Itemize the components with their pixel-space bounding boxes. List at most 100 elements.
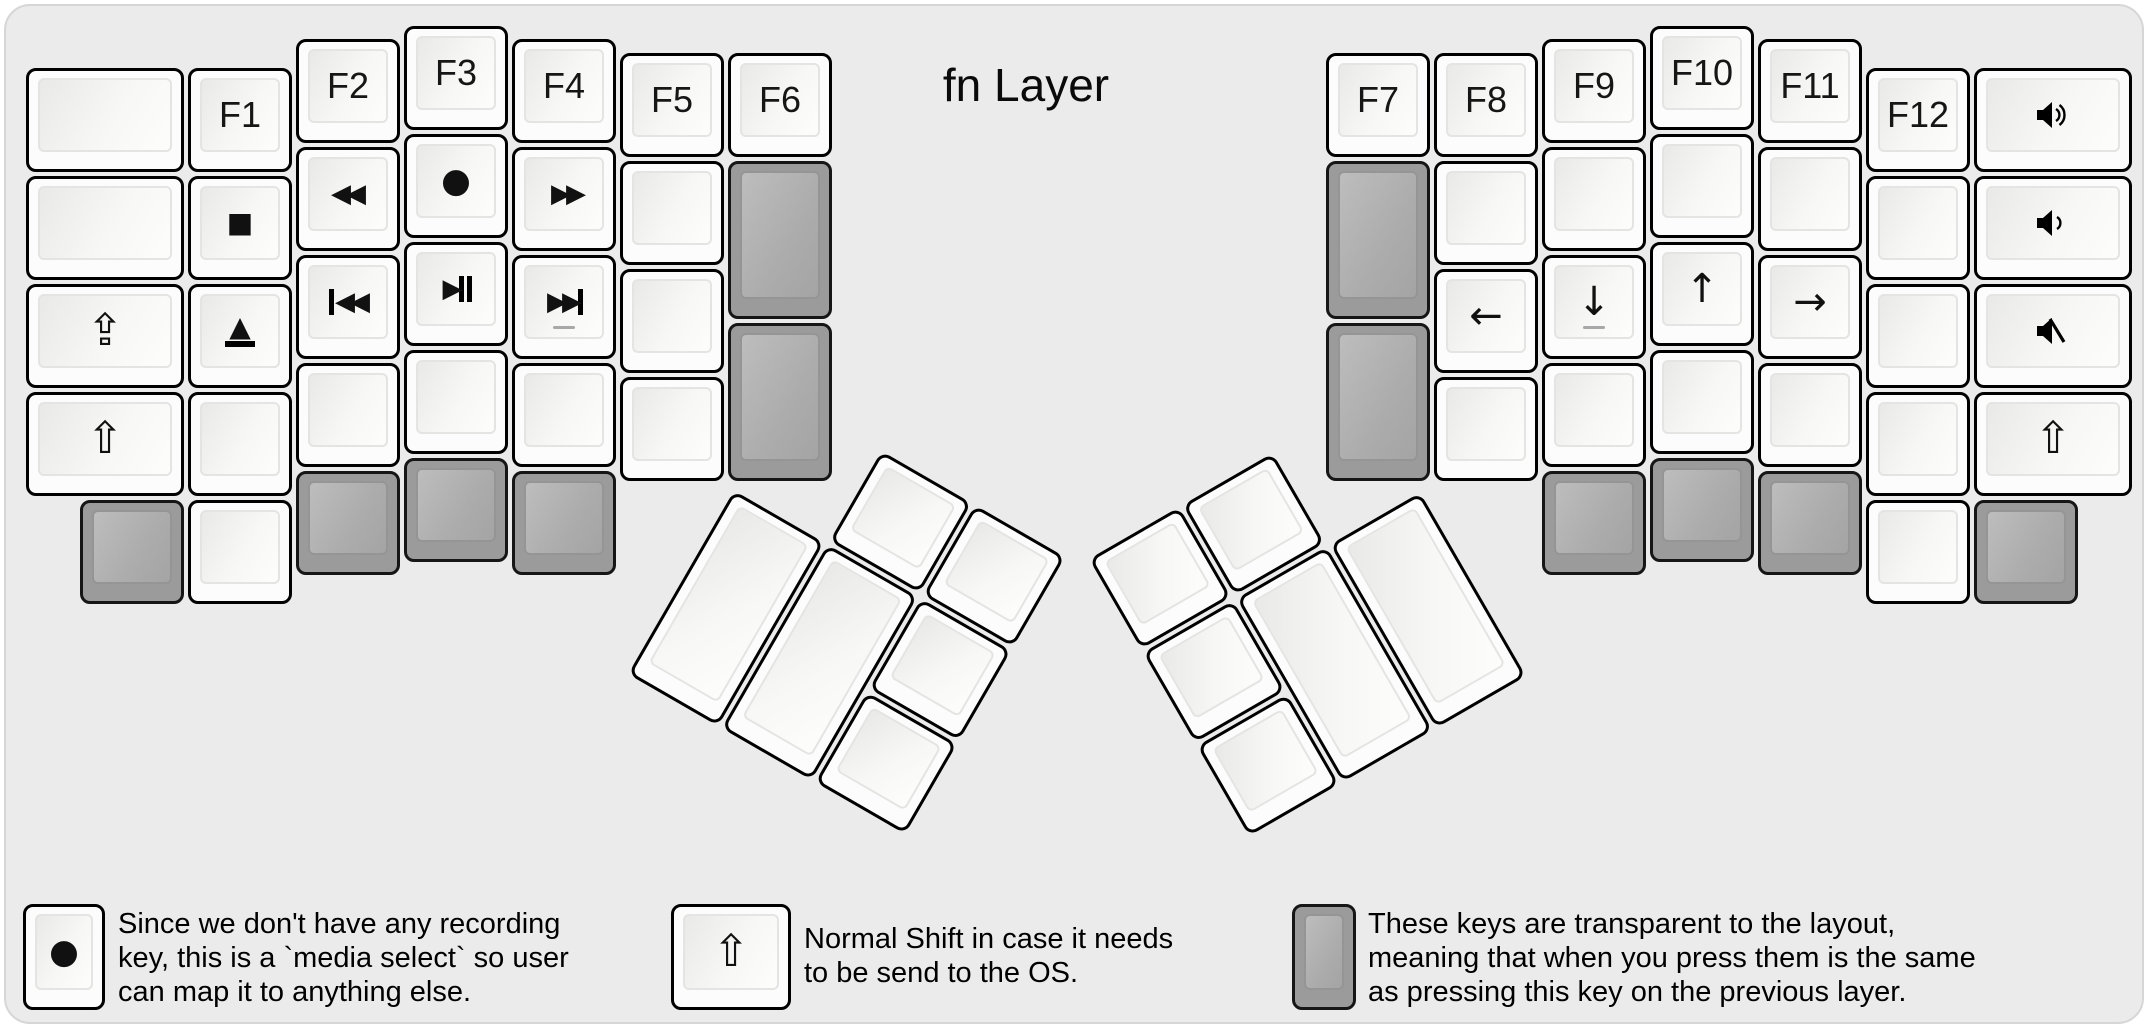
key-arrow-left[interactable]: ← <box>1434 269 1538 373</box>
key-shift[interactable]: ⇧ <box>1974 392 2132 496</box>
key-f11[interactable]: F11 <box>1758 39 1862 143</box>
key-blank[interactable] <box>1758 363 1862 467</box>
key-transparent[interactable] <box>1542 471 1646 575</box>
keycap-face: F7 <box>1338 63 1418 137</box>
key-transparent[interactable] <box>1326 161 1430 319</box>
key-arrow-right[interactable]: → <box>1758 255 1862 359</box>
key-label: F6 <box>758 79 801 120</box>
key-shift[interactable]: ⇧ <box>26 392 184 496</box>
shift-icon: ⇧ <box>712 926 750 977</box>
key-label: F12 <box>1886 94 1950 135</box>
keycap-face <box>524 373 604 447</box>
key-blank[interactable] <box>26 176 184 280</box>
key-blank[interactable] <box>188 500 292 604</box>
key-blank[interactable] <box>1866 284 1970 388</box>
key-record[interactable]: ● <box>404 134 508 238</box>
key-f6[interactable]: F6 <box>728 53 832 157</box>
keycap-face <box>1662 468 1742 542</box>
keycap-face <box>1878 294 1958 368</box>
key-arrow-up[interactable]: ↑ <box>1650 242 1754 346</box>
keycap-face <box>1158 615 1265 720</box>
keycap-face <box>200 510 280 584</box>
key-transparent[interactable] <box>1326 323 1430 481</box>
key-transparent[interactable] <box>1758 471 1862 575</box>
key-blank[interactable] <box>1866 392 1970 496</box>
key-f3[interactable]: F3 <box>404 26 508 130</box>
key-blank[interactable] <box>1758 147 1862 251</box>
key-blank[interactable] <box>1866 500 1970 604</box>
key-f9[interactable]: F9 <box>1542 39 1646 143</box>
key-blank[interactable] <box>404 350 508 454</box>
key-caps-lock[interactable]: ⇪ <box>26 284 184 388</box>
key-blank[interactable] <box>1866 176 1970 280</box>
keycap-face: F3 <box>416 36 496 110</box>
keycap-face: F8 <box>1446 63 1526 137</box>
key-rewind[interactable]: ◀◀ <box>296 147 400 251</box>
key-label: F3 <box>434 52 477 93</box>
stop-icon: ■ <box>226 206 254 239</box>
key-f2[interactable]: F2 <box>296 39 400 143</box>
arrow-right-icon: → <box>1793 279 1827 325</box>
key-arrow-down[interactable]: ↓ <box>1542 255 1646 359</box>
key-blank[interactable] <box>620 161 724 265</box>
keycap-face: ← <box>1446 279 1526 353</box>
key-prev-track[interactable]: ◀◀ <box>296 255 400 359</box>
keycap-face: F1 <box>200 78 280 152</box>
key-blank[interactable] <box>1542 147 1646 251</box>
key-blank[interactable] <box>296 363 400 467</box>
keycap-face: ■ <box>200 186 280 260</box>
keycap-face <box>1212 708 1319 813</box>
homing-bar <box>553 326 575 329</box>
key-eject[interactable]: ▲ <box>188 284 292 388</box>
key-volume-down[interactable] <box>1974 176 2132 280</box>
key-f12[interactable]: F12 <box>1866 68 1970 172</box>
key-next-track[interactable]: ▶▶ <box>512 255 616 359</box>
keycap-face: F2 <box>308 49 388 123</box>
key-stop[interactable]: ■ <box>188 176 292 280</box>
keycap-face <box>1446 171 1526 245</box>
key-blank[interactable] <box>1434 161 1538 265</box>
key-f5[interactable]: F5 <box>620 53 724 157</box>
keycap-face <box>38 186 172 260</box>
key-blank[interactable] <box>1542 363 1646 467</box>
shift-icon: ⇧ <box>86 413 124 464</box>
fast-forward-icon: ▶▶ <box>551 179 586 209</box>
key-blank[interactable] <box>620 377 724 481</box>
key-volume-up[interactable] <box>1974 68 2132 172</box>
key-transparent[interactable] <box>728 161 832 319</box>
keycap-face <box>92 510 172 584</box>
keycap-face <box>1878 186 1958 260</box>
key-blank[interactable] <box>620 269 724 373</box>
key-blank[interactable] <box>512 363 616 467</box>
record-icon: ● <box>49 932 79 972</box>
key-label: F2 <box>326 65 369 106</box>
layer-title: fn Layer <box>942 59 1110 111</box>
key-transparent[interactable] <box>728 323 832 481</box>
key-f4[interactable]: F4 <box>512 39 616 143</box>
key-blank[interactable] <box>26 68 184 172</box>
key-blank[interactable] <box>188 392 292 496</box>
key-f8[interactable]: F8 <box>1434 53 1538 157</box>
prev-track-icon: ◀◀ <box>329 289 370 315</box>
key-blank[interactable] <box>1650 134 1754 238</box>
key-blank[interactable] <box>1434 377 1538 481</box>
key-f1[interactable]: F1 <box>188 68 292 172</box>
key-mute[interactable] <box>1974 284 2132 388</box>
key-fast-forward[interactable]: ▶▶ <box>512 147 616 251</box>
key-transparent[interactable] <box>80 500 184 604</box>
key-transparent[interactable] <box>1974 500 2078 604</box>
keycap-face: F5 <box>632 63 712 137</box>
keycap-face <box>524 481 604 555</box>
key-f7[interactable]: F7 <box>1326 53 1430 157</box>
key-play-pause[interactable]: ▶ <box>404 242 508 346</box>
key-transparent[interactable] <box>1650 458 1754 562</box>
key-transparent[interactable] <box>296 471 400 575</box>
keycap-face <box>835 706 942 811</box>
key-f10[interactable]: F10 <box>1650 26 1754 130</box>
keycap-face <box>849 465 957 570</box>
key-transparent[interactable] <box>404 458 508 562</box>
keycap-face: ▶▶ <box>524 265 604 339</box>
key-transparent[interactable] <box>512 471 616 575</box>
key-blank[interactable] <box>1650 350 1754 454</box>
